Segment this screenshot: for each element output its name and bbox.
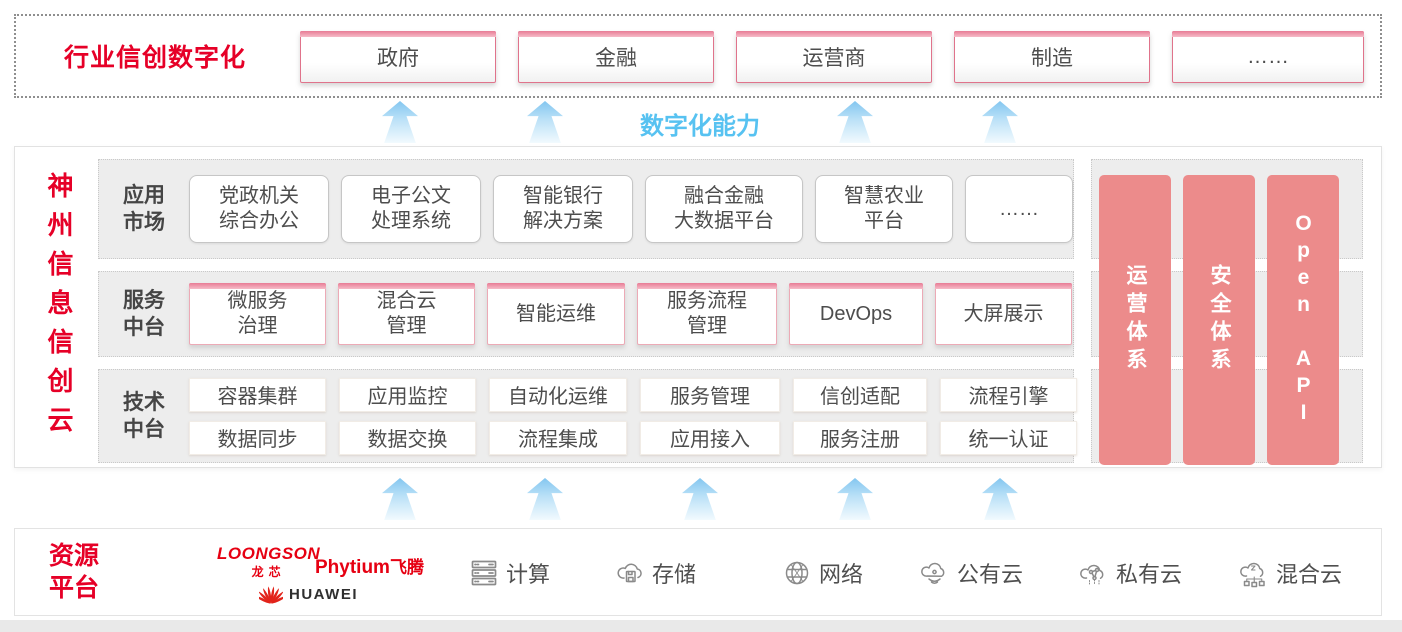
row-label-app-market: 应用 市场 bbox=[123, 183, 165, 234]
tech-box: 数据同步 bbox=[189, 420, 326, 455]
loongson-logo: LOONGSON 龙芯 bbox=[217, 544, 321, 579]
tech-box: 应用接入 bbox=[640, 420, 780, 455]
service-boxes: 微服务 治理 混合云 管理 智能运维 服务流程 管理 DevOps 大屏展示 bbox=[189, 283, 1072, 345]
network-icon bbox=[785, 561, 809, 585]
row-tech-platform: 技术 中台 容器集群 应用监控 自动化运维 服务管理 信创适配 流程引擎 数据同… bbox=[98, 369, 1077, 463]
resource-item-private-cloud: 私有云 bbox=[1078, 529, 1182, 617]
industry-banner: 行业信创数字化 政府 金融 运营商 制造 …… bbox=[14, 14, 1382, 98]
row-app-market: 应用 市场 党政机关 综合办公 电子公文 处理系统 智能银行 解决方案 融合金融… bbox=[98, 159, 1074, 259]
public-cloud-icon bbox=[921, 562, 945, 584]
service-box: 混合云 管理 bbox=[338, 283, 475, 345]
huawei-logo: HUAWEI bbox=[259, 583, 358, 605]
pillar-operations: 运营体系 bbox=[1099, 175, 1171, 465]
platform-panel: 神州信息信创云 应用 市场 党政机关 综合办公 电子公文 处理系统 智能银行 解… bbox=[14, 146, 1382, 468]
up-arrow-icon bbox=[382, 478, 418, 520]
resource-item-hybrid-cloud: 混合云 bbox=[1238, 529, 1342, 617]
row-label-tech: 技术 中台 bbox=[123, 390, 165, 441]
tech-box: 服务管理 bbox=[640, 377, 780, 412]
app-market-boxes: 党政机关 综合办公 电子公文 处理系统 智能银行 解决方案 融合金融 大数据平台… bbox=[189, 175, 1073, 243]
app-box: 电子公文 处理系统 bbox=[341, 175, 481, 243]
platform-title: 神州信息信创云 bbox=[44, 171, 74, 445]
hybrid-cloud-icon bbox=[1240, 562, 1265, 588]
storage-icon bbox=[617, 563, 642, 583]
tech-box: 数据交换 bbox=[339, 420, 476, 455]
resource-panel: 资源 平台 LOONGSON 龙芯 Phytium飞腾 HU bbox=[14, 528, 1382, 616]
up-arrow-icon bbox=[382, 101, 418, 143]
service-box: 服务流程 管理 bbox=[637, 283, 777, 345]
industry-banner-title: 行业信创数字化 bbox=[64, 44, 247, 72]
resource-item-network: 网络 bbox=[781, 529, 863, 617]
industry-box-operator: 运营商 bbox=[736, 31, 932, 83]
app-box: 党政机关 综合办公 bbox=[189, 175, 329, 243]
capability-label: 数字化能力 bbox=[640, 113, 760, 140]
tech-box: 流程引擎 bbox=[940, 377, 1077, 412]
industry-row: 政府 金融 运营商 制造 …… bbox=[300, 31, 1364, 83]
row-service-platform: 服务 中台 微服务 治理 混合云 管理 智能运维 服务流程 管理 DevOps … bbox=[98, 271, 1074, 357]
tech-box: 应用监控 bbox=[339, 377, 476, 412]
huawei-flower-icon bbox=[259, 586, 283, 604]
app-box: 智慧农业 平台 bbox=[815, 175, 953, 243]
resource-label: 资源 平台 bbox=[49, 541, 100, 603]
bottom-edge-strip bbox=[0, 620, 1402, 632]
private-cloud-icon bbox=[1080, 564, 1104, 585]
tech-box: 服务注册 bbox=[793, 420, 927, 455]
app-box-more: …… bbox=[965, 175, 1073, 243]
up-arrow-icon bbox=[527, 478, 563, 520]
pillar-open-api: Open API bbox=[1267, 175, 1339, 465]
row-label-service: 服务 中台 bbox=[123, 288, 165, 339]
industry-box-manufacturing: 制造 bbox=[954, 31, 1150, 83]
resource-item-storage: 存储 bbox=[614, 529, 696, 617]
industry-box-more: …… bbox=[1172, 31, 1364, 83]
industry-box-government: 政府 bbox=[300, 31, 496, 83]
tech-box: 自动化运维 bbox=[489, 377, 627, 412]
industry-box-finance: 金融 bbox=[518, 31, 714, 83]
tech-box: 流程集成 bbox=[489, 420, 627, 455]
service-box: DevOps bbox=[789, 283, 923, 345]
service-box: 大屏展示 bbox=[935, 283, 1072, 345]
service-box: 智能运维 bbox=[487, 283, 625, 345]
pillar-security: 安全体系 bbox=[1183, 175, 1255, 465]
service-box: 微服务 治理 bbox=[189, 283, 326, 345]
tech-box: 信创适配 bbox=[793, 377, 927, 412]
tech-boxes: 容器集群 应用监控 自动化运维 服务管理 信创适配 流程引擎 数据同步 数据交换… bbox=[189, 377, 1077, 455]
app-box: 智能银行 解决方案 bbox=[493, 175, 633, 243]
resource-item-compute: 计算 bbox=[468, 529, 550, 617]
compute-icon bbox=[471, 560, 497, 586]
up-arrow-icon bbox=[982, 478, 1018, 520]
up-arrow-icon bbox=[837, 101, 873, 143]
up-arrow-icon bbox=[837, 478, 873, 520]
app-box: 融合金融 大数据平台 bbox=[645, 175, 803, 243]
phytium-logo: Phytium飞腾 bbox=[315, 557, 424, 578]
up-arrow-icon bbox=[982, 101, 1018, 143]
tech-box: 统一认证 bbox=[940, 420, 1077, 455]
up-arrow-icon bbox=[527, 101, 563, 143]
tech-box: 容器集群 bbox=[189, 377, 326, 412]
up-arrow-icon bbox=[682, 478, 718, 520]
resource-item-public-cloud: 公有云 bbox=[919, 529, 1023, 617]
